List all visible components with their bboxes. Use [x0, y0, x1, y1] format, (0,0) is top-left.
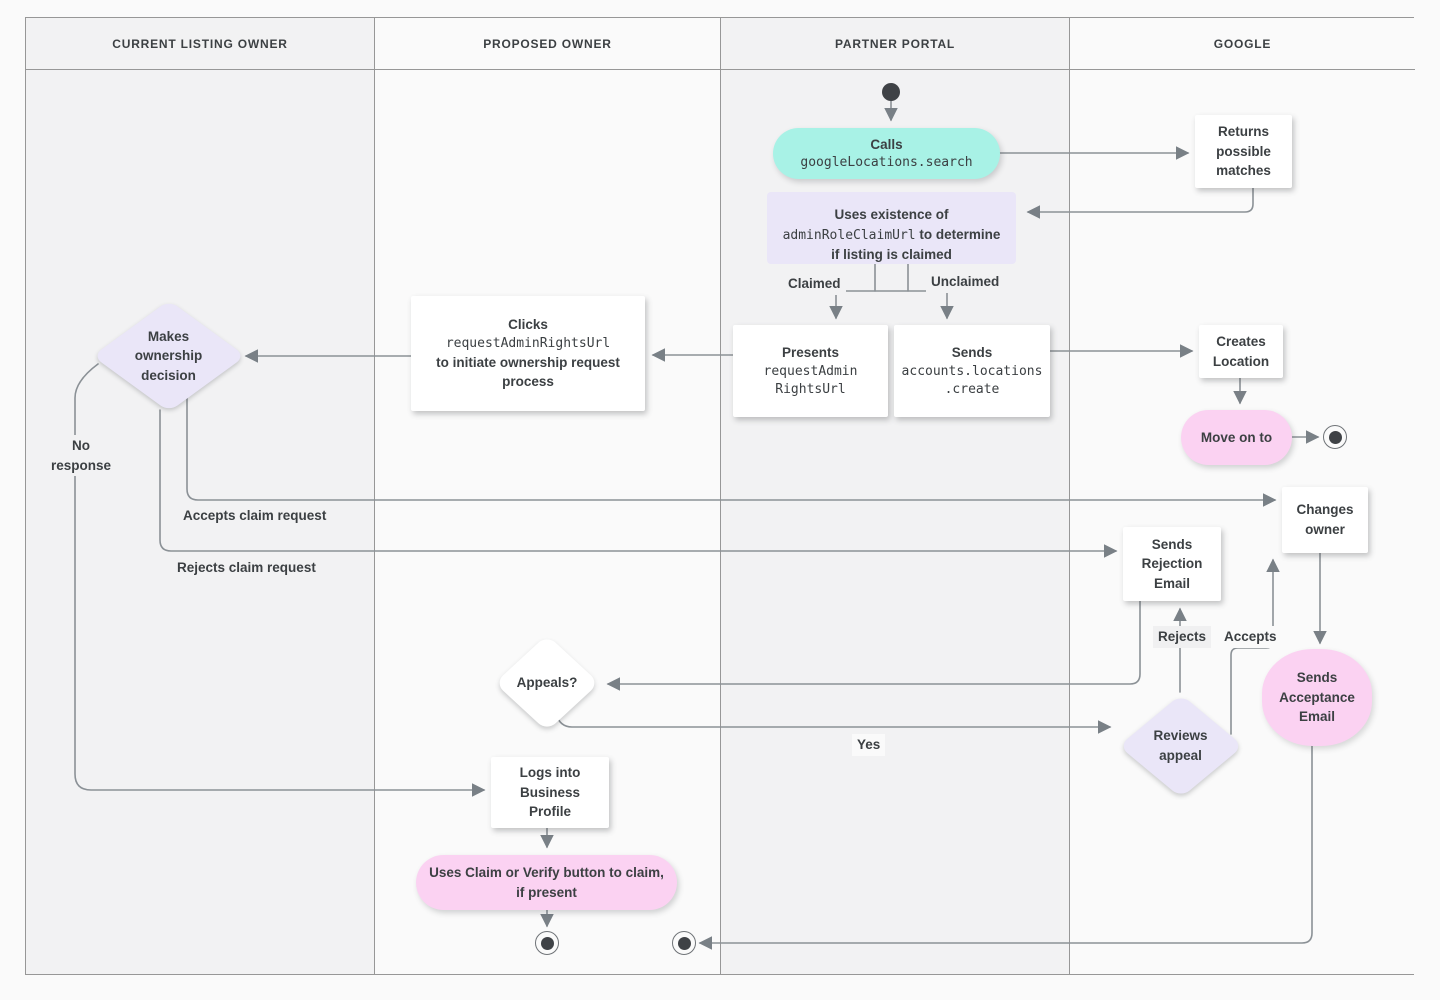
node-code: adminRoleClaimUrl — [782, 227, 916, 243]
edge-label-yes: Yes — [852, 734, 886, 756]
node-text-before: Uses existence of — [834, 207, 949, 222]
end-node-dot — [540, 936, 554, 950]
node-creates-location: Creates Location — [1199, 325, 1283, 378]
edge-label-unclaimed: Unclaimed — [926, 271, 1005, 293]
edge-label-claimed: Claimed — [783, 273, 846, 295]
node-presents-requestadminrightsurl: Presents requestAdmin RightsUrl — [733, 325, 888, 417]
node-label: Creates Location — [1212, 333, 1270, 369]
edge-label-accepts-claim-request: Accepts claim request — [178, 505, 332, 527]
end-node-dot — [677, 936, 691, 950]
edge-label-rejects-claim-request: Rejects claim request — [172, 557, 321, 579]
node-label: Reviews appeal — [1153, 728, 1208, 763]
node-label: Appeals? — [516, 675, 578, 691]
node-title: Calls — [870, 136, 903, 152]
node-code: googleLocations.search — [800, 155, 973, 171]
node-clicks-requestadminrightsurl: Clicks requestAdminRightsUrl to initiate… — [411, 296, 645, 411]
node-code: requestAdmin RightsUrl — [763, 363, 858, 397]
node-label: Uses Claim or Verify button to claim, if… — [429, 864, 664, 900]
node-label: Sends Acceptance Email — [1279, 670, 1355, 725]
node-label: Returns possible matches — [1216, 124, 1271, 179]
node-returns-possible-matches: Returns possible matches — [1195, 115, 1292, 188]
node-calls-googlelocations-search: Calls googleLocations.search — [773, 128, 1000, 179]
node-text-after: to determine if listing is claimed — [831, 226, 1001, 263]
node-sends-acceptance-email: Sends Acceptance Email — [1262, 649, 1372, 746]
lane-current-listing-owner: CURRENT LISTING OWNER — [26, 18, 374, 974]
node-code: requestAdminRightsUrl — [445, 335, 611, 351]
start-node — [882, 83, 900, 101]
node-title: Clicks — [508, 317, 548, 333]
lane-header-proposed-owner: PROPOSED OWNER — [375, 18, 720, 70]
node-text-after: to initiate ownership request process — [436, 354, 620, 390]
node-makes-ownership-decision: Makes ownership decision — [92, 300, 245, 412]
end-node-dot — [1328, 430, 1342, 444]
node-label: Sends Rejection Email — [1141, 536, 1203, 591]
node-label: Makes ownership decision — [134, 328, 203, 383]
edge-label-no-response: No response — [39, 435, 123, 477]
node-move-on-to: Move on to — [1181, 410, 1292, 465]
node-label: Changes owner — [1296, 502, 1354, 537]
node-uses-claim-or-verify-button: Uses Claim or Verify button to claim, if… — [416, 855, 677, 910]
node-label: Move on to — [1200, 429, 1273, 445]
lane-header-google: GOOGLE — [1070, 18, 1415, 70]
end-node-claim-flow — [535, 931, 559, 955]
lane-header-current-listing-owner: CURRENT LISTING OWNER — [26, 18, 374, 70]
lane-header-partner-portal: PARTNER PORTAL — [721, 18, 1069, 70]
node-label: Logs into Business Profile — [519, 765, 581, 820]
end-node-acceptance-flow — [672, 931, 696, 955]
node-title: Sends — [951, 345, 993, 361]
node-changes-owner: Changes owner — [1282, 487, 1368, 553]
edge-label-rejects: Rejects — [1153, 626, 1212, 648]
edge-label-accepts: Accepts — [1219, 626, 1282, 648]
node-sends-rejection-email: Sends Rejection Email — [1123, 527, 1221, 601]
node-sends-accounts-locations-create: Sends accounts.locations .create — [894, 325, 1050, 417]
end-node-create-flow — [1323, 425, 1347, 449]
node-uses-existence-adminroleclaimurl: Uses existence of adminRoleClaimUrl to d… — [767, 192, 1016, 264]
node-appeals-decision: Appeals? — [494, 634, 600, 732]
node-reviews-appeal: Reviews appeal — [1118, 694, 1243, 798]
node-code: accounts.locations .create — [901, 363, 1043, 397]
node-logs-into-business-profile: Logs into Business Profile — [491, 757, 609, 828]
node-title: Presents — [781, 345, 840, 361]
